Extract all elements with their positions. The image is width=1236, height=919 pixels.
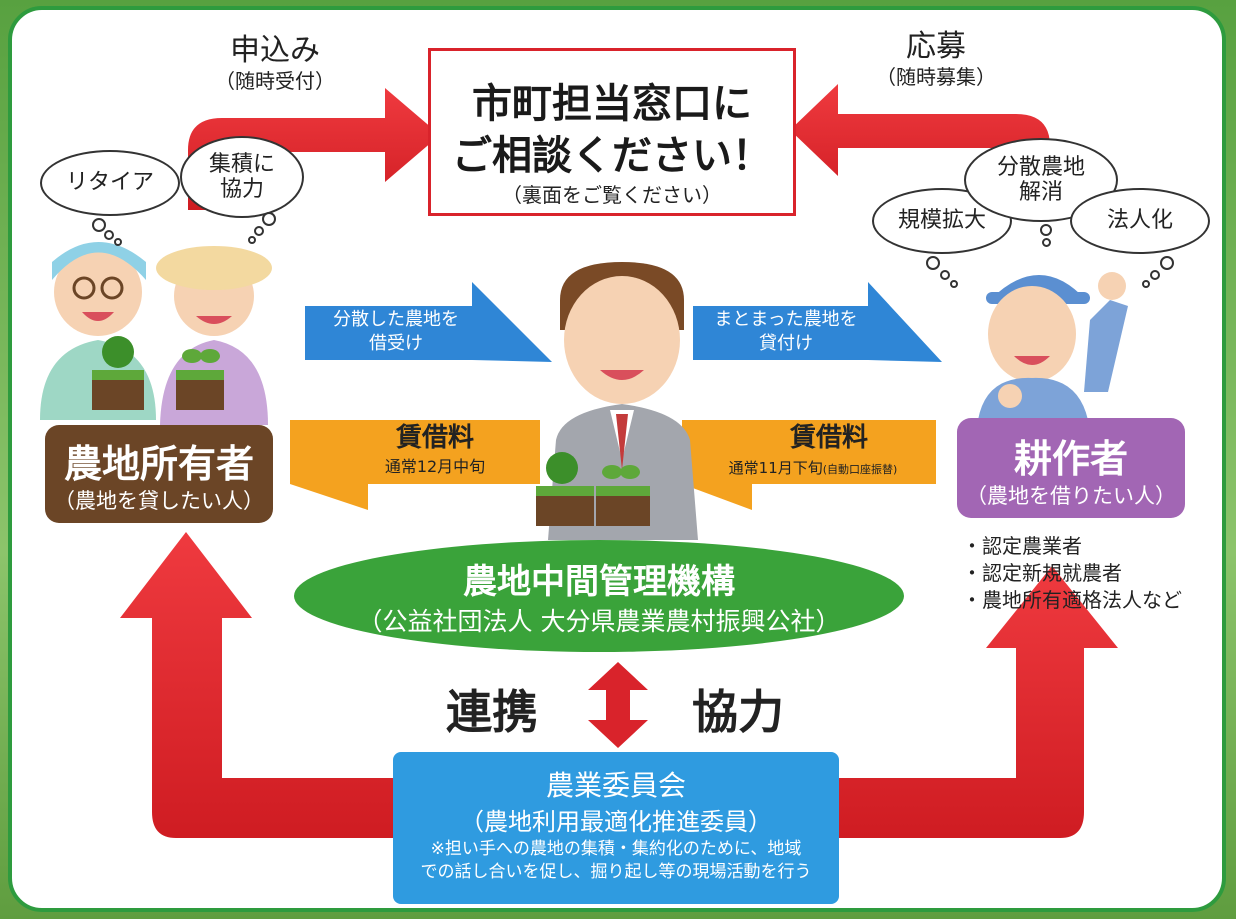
thought-bubble-retire: リタイア xyxy=(40,150,180,216)
thought-dot xyxy=(1042,238,1051,247)
farmer-qualification-list: ・認定農業者 ・認定新規就農者 ・農地所有適格法人など xyxy=(962,533,1182,614)
thought-bubble-corporate: 法人化 xyxy=(1070,188,1210,254)
thought-dispersed-line2: 解消 xyxy=(1018,180,1063,205)
link-left-label: 連携 xyxy=(446,685,538,739)
thought-dot xyxy=(248,236,256,244)
thought-dot xyxy=(1160,256,1174,270)
borrow-arrow xyxy=(305,282,552,362)
thought-dot xyxy=(940,270,950,280)
owner-title: 農地所有者 xyxy=(63,442,254,486)
rent-left-arrow xyxy=(290,420,540,510)
rent-right-note-main: 通常11月下旬 xyxy=(728,459,823,477)
recruit-title: 応募 xyxy=(906,29,966,64)
organization-title: 農地中間管理機構 xyxy=(463,562,735,602)
committee-title: 農業委員会 xyxy=(545,769,686,802)
consult-callout: 市町担当窓口に ご相談ください！ （裏面をご覧ください） xyxy=(428,48,796,216)
thought-dot xyxy=(114,238,122,246)
rent-left-note: 通常12月中旬 xyxy=(384,457,486,476)
thought-dot xyxy=(1150,270,1160,280)
owner-subtitle: （農地を貸したい人） xyxy=(54,489,264,513)
committee-note: ※担い手への農地の集積・集約化のために、地域 での話し合いを促し、掘り起し等の現… xyxy=(393,838,839,884)
recruit-arrow xyxy=(790,84,1050,205)
thought-dot xyxy=(950,280,958,288)
qualification-item: ・認定新規就農者 xyxy=(962,561,1122,585)
thought-dot xyxy=(262,212,276,226)
rent-right-note: 通常11月下旬(自動口座振替) xyxy=(690,459,936,477)
qualification-item: ・農地所有適格法人など xyxy=(962,588,1182,612)
farmer-title: 耕作者 xyxy=(1013,437,1128,481)
thought-dot xyxy=(254,226,264,236)
recruit-subtitle: （随時募集） xyxy=(876,65,996,89)
lend-arrow-line2: 貸付け xyxy=(759,333,813,354)
lend-arrow-line1: まとまった農地を xyxy=(714,309,858,330)
apply-subtitle: （随時受付） xyxy=(215,69,335,93)
apply-title: 申込み xyxy=(230,33,320,68)
link-right-label: 協力 xyxy=(692,685,784,739)
thought-dot xyxy=(104,230,114,240)
rent-left-title: 賃借料 xyxy=(395,423,474,453)
callout-line-1: 市町担当窓口に xyxy=(472,81,752,127)
thought-dot xyxy=(926,256,940,270)
thought-dot xyxy=(92,218,106,232)
farmer-illustration xyxy=(978,272,1128,420)
thought-bubble-dispersed: 分散農地 解消 xyxy=(964,138,1118,222)
link-double-arrow xyxy=(588,662,648,748)
borrow-arrow-line2: 借受け xyxy=(369,333,423,354)
rent-right-arrow xyxy=(682,420,936,510)
lend-arrow xyxy=(693,282,942,362)
callout-line-2: ご相談ください！ xyxy=(452,133,772,179)
agricultural-committee-box: 農業委員会 （農地利用最適化推進委員） ※担い手への農地の集積・集約化のために、… xyxy=(393,752,839,904)
thought-dot xyxy=(1142,280,1150,288)
committee-subtitle: （農地利用最適化推進委員） xyxy=(460,808,772,836)
thought-cooperate-line2: 協力 xyxy=(219,177,264,202)
apply-arrow xyxy=(188,88,440,210)
organization-staff-illustration xyxy=(536,262,698,540)
thought-bubble-cooperate: 集積に 協力 xyxy=(180,136,304,218)
farmer-box: 耕作者 （農地を借りたい人） xyxy=(957,418,1185,518)
committee-note-line2: での話し合いを促し、掘り起し等の現場活動を行う xyxy=(420,861,812,882)
rent-right-note-small: (自動口座振替) xyxy=(822,463,898,476)
owner-illustration xyxy=(40,242,272,425)
owner-box: 農地所有者 （農地を貸したい人） xyxy=(45,425,273,523)
link-loop-arrow xyxy=(120,532,1118,838)
organization-subtitle: （公益社団法人 大分県農業農村振興公社） xyxy=(357,607,841,636)
thought-scale-text: 規模拡大 xyxy=(897,208,986,234)
thought-retire-text: リタイア xyxy=(65,170,154,196)
rent-right-title: 賃借料 xyxy=(789,423,868,453)
borrow-arrow-line1: 分散した農地を xyxy=(333,309,459,330)
qualification-item: ・認定農業者 xyxy=(962,534,1082,558)
farmer-subtitle: （農地を借りたい人） xyxy=(966,484,1176,508)
thought-corporate-text: 法人化 xyxy=(1106,208,1173,234)
committee-note-line1: ※担い手への農地の集積・集約化のために、地域 xyxy=(430,839,802,859)
thought-dot xyxy=(1040,224,1052,236)
callout-line-3: （裏面をご覧ください） xyxy=(502,183,722,207)
organization-ellipse: 農地中間管理機構 （公益社団法人 大分県農業農村振興公社） xyxy=(294,540,904,652)
thought-dispersed-line1: 分散農地 xyxy=(996,154,1085,180)
thought-cooperate-line1: 集積に xyxy=(208,151,275,177)
